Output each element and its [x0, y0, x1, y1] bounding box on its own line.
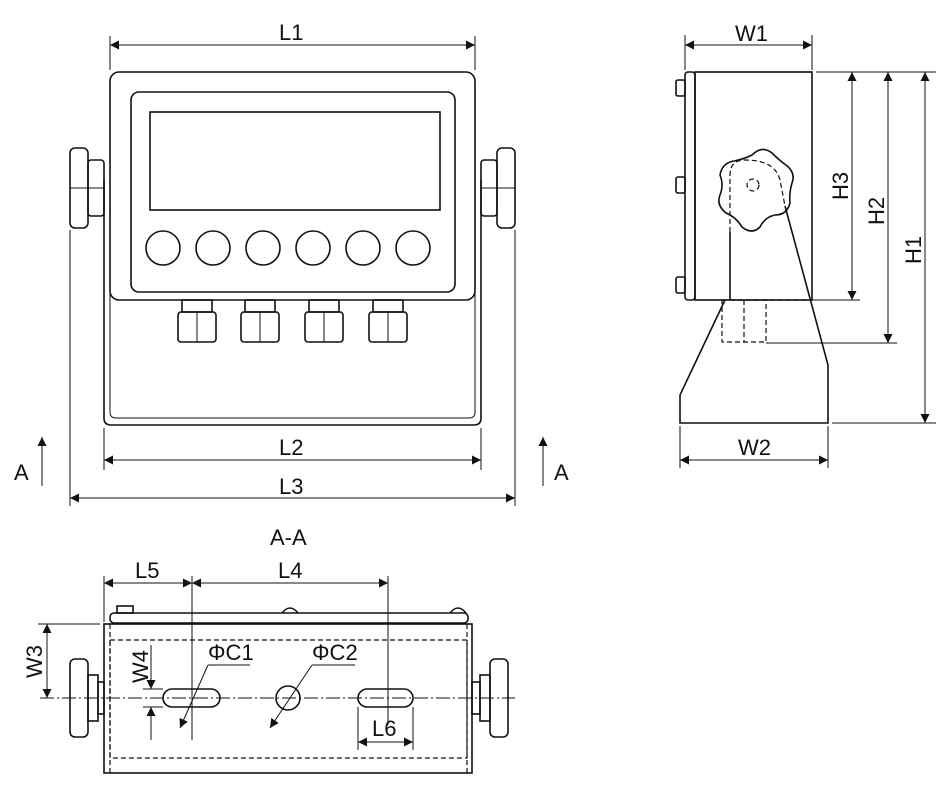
dim-l1-label: L1 [279, 20, 303, 45]
housing [109, 71, 476, 301]
dim-w4-label: W4 [128, 650, 153, 683]
cable-gland [368, 299, 408, 343]
dim-l6-label: L6 [372, 716, 396, 741]
dim-w2-label: W2 [738, 435, 771, 460]
dim-c1-label: ΦC1 [208, 640, 254, 665]
section-view: A-A L5 L4 W3 W4 ΦC1 ΦC2 L6 [22, 525, 515, 774]
top-plate [109, 612, 469, 624]
left-knob-bottom [69, 658, 105, 738]
front-panel [130, 91, 456, 293]
cable-gland [177, 299, 217, 343]
round-hole [275, 685, 301, 711]
dim-w3-label: W3 [22, 645, 47, 678]
right-knob [480, 147, 516, 229]
dim-h3-label: H3 [828, 172, 853, 200]
section-title: A-A [270, 525, 307, 550]
side-view: W1 W2 H3 H2 H1 [675, 21, 936, 468]
dim-h2-label: H2 [864, 197, 889, 225]
dim-l5-label: L5 [135, 558, 159, 583]
dim-l4-label: L4 [278, 558, 302, 583]
section-marker-right: A [554, 460, 569, 485]
right-knob-bottom [471, 658, 509, 738]
key-button [195, 230, 231, 266]
cable-glands [177, 299, 408, 343]
dim-h1-label: H1 [901, 236, 926, 264]
dim-l2-label: L2 [279, 435, 303, 460]
bracket-side [679, 205, 829, 424]
dim-c2-label: ΦC2 [312, 640, 358, 665]
key-button [245, 230, 281, 266]
keypad-buttons [145, 230, 431, 266]
knob-axis [746, 178, 760, 192]
front-plate [684, 71, 696, 301]
display-window [149, 111, 441, 211]
slot-hole [357, 688, 414, 708]
mounting-bracket [103, 180, 482, 426]
bolt [116, 605, 134, 614]
housing-side [694, 71, 813, 301]
cable-gland [304, 299, 344, 343]
dim-l3-label: L3 [279, 474, 303, 499]
bolt-head [675, 176, 686, 194]
left-knob [69, 147, 105, 229]
key-button [345, 230, 381, 266]
cable-gland [240, 299, 280, 343]
section-marker-left: A [14, 460, 29, 485]
bolt-head [675, 79, 686, 97]
key-button [395, 230, 431, 266]
bolt-head [675, 276, 686, 294]
key-button [295, 230, 331, 266]
key-button [145, 230, 181, 266]
dim-w1-label: W1 [735, 21, 768, 46]
front-view: L1 L2 L3 A A [14, 20, 569, 506]
star-knob [718, 148, 794, 232]
